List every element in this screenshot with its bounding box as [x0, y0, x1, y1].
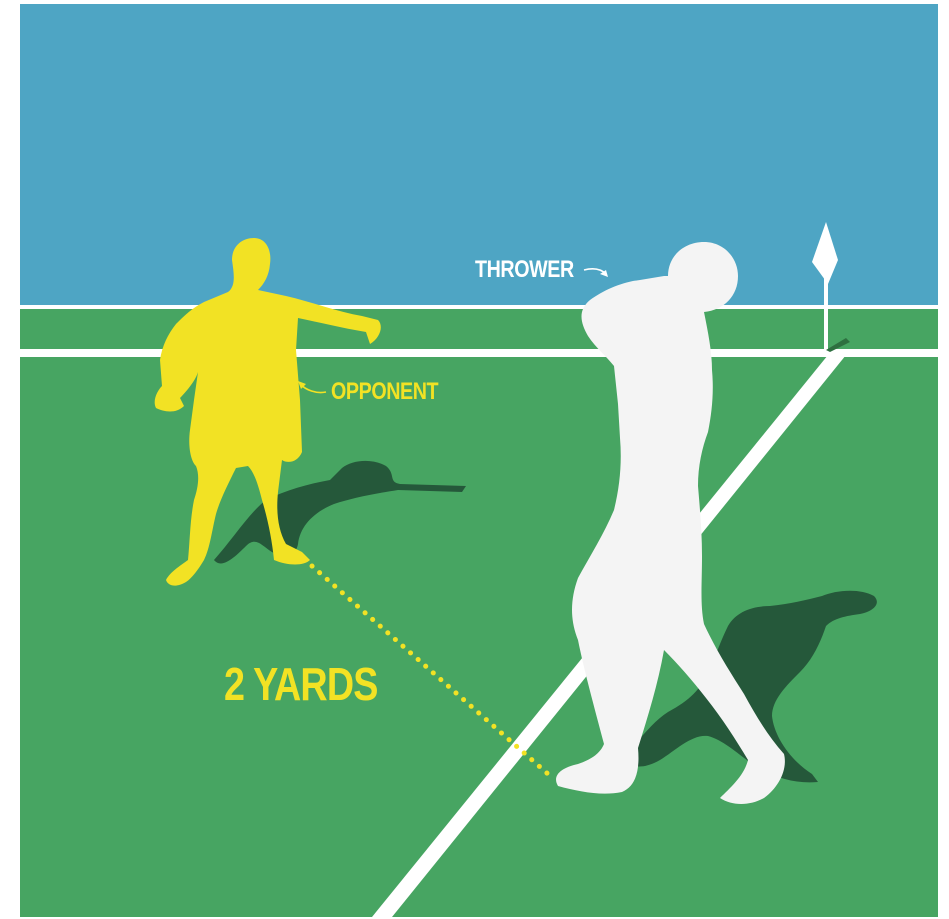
touchline: [20, 349, 938, 357]
opponent-label: OPPONENT: [331, 378, 438, 406]
distance-label: 2 YARDS: [224, 657, 378, 711]
boundary-line-far: [20, 305, 938, 309]
thrower-label: THROWER: [475, 256, 574, 284]
